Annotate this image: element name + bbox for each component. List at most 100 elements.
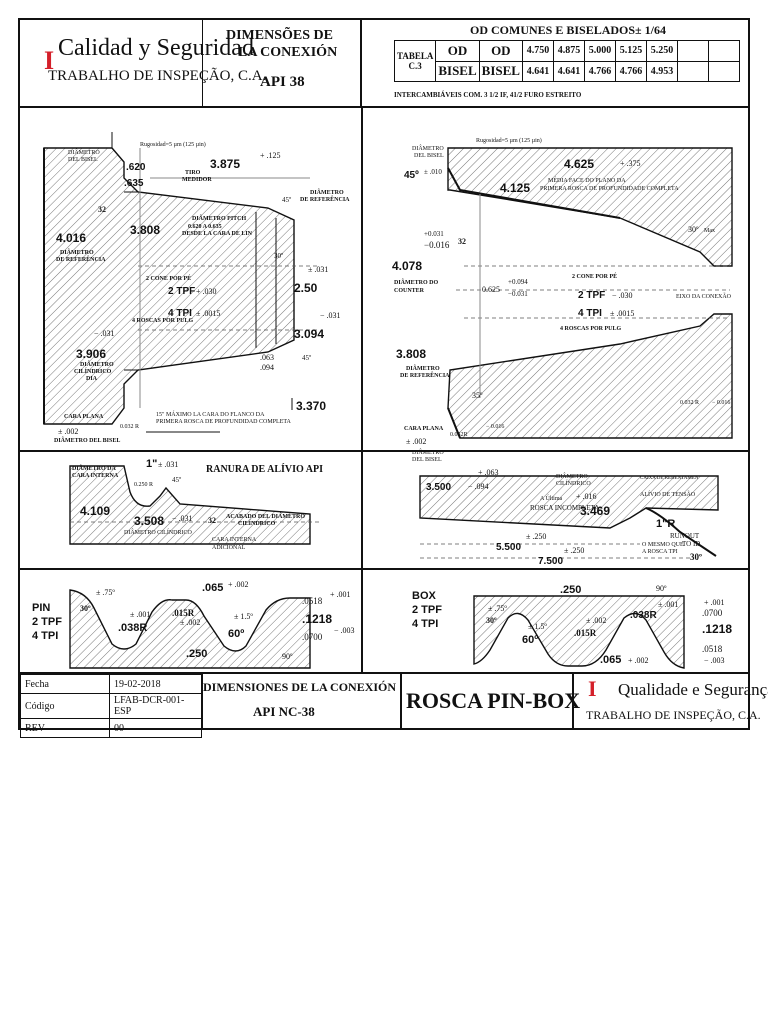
box-profile-250: .250	[560, 584, 582, 596]
pin-tol-031b: − .031	[320, 311, 341, 320]
box-profile-tpi: 4 TPI	[412, 618, 439, 630]
pin-connection-drawing	[43, 132, 320, 425]
box-profile-title: BOX	[412, 590, 436, 602]
pin-profile-250: .250	[186, 648, 208, 660]
pin-profile-tol-002: ± .002	[180, 618, 201, 627]
relief-dim-4109: 4.109	[80, 504, 111, 518]
pin-profile-0518: .0518	[302, 596, 323, 606]
profile-diagrams	[69, 570, 685, 672]
box-angle-32: 32	[458, 237, 466, 246]
bisel-value: 4.641	[521, 60, 554, 82]
box-profile-0700: .0700	[702, 608, 723, 618]
box-profile-labels: BOX 2 TPF 4 TPI .250 90º ± .75º 30º ± .0…	[364, 570, 748, 672]
box-flat-face: CARA PLANA	[404, 426, 444, 432]
od-table-title: OD COMUNES E BISELADOS± 1/64	[470, 23, 666, 37]
footer-logo-icon: I	[588, 676, 597, 701]
box-tol-375: + .375	[620, 159, 641, 168]
stress-tol-250a: ± .250	[526, 532, 547, 541]
stress-dim-3500: 3.500	[426, 482, 452, 493]
pin-roscas: 4 ROSCAS POR PULG	[132, 318, 194, 324]
pin-profile-0700: .0700	[302, 632, 323, 642]
box-angle-35: 35º	[472, 391, 483, 400]
box-profile-tol-001: ± .001	[658, 600, 679, 609]
pin-angle-30: 30º	[274, 252, 284, 260]
pin-profile-tol-75: ± .75º	[96, 588, 115, 597]
box-tpi: 4 TPI	[578, 308, 602, 319]
codigo-value: LFAB-DCR-001-ESP	[109, 693, 202, 719]
box-profile-tol-002: ± .002	[586, 616, 607, 625]
box-tol-016c: − 0.016	[486, 424, 504, 430]
box-tol-031b: −0.031	[508, 290, 528, 298]
box-axis-label: EIXO DA CONEXÃO	[676, 292, 732, 300]
bisel-empty-cell	[708, 60, 740, 82]
pin-dim-4016: 4.016	[56, 231, 86, 245]
box-rugosity: Rugosidad=5 µm (125 µin)	[476, 137, 542, 144]
pin-dim-063: .063	[260, 353, 274, 362]
box-tol-016b: − 0.016	[712, 400, 730, 406]
stress-last: A Última	[540, 496, 563, 502]
box-dim-625: 0.625	[482, 285, 500, 294]
footer-dim-box: DIMENSIONES DE LA CONEXIÓN API NC-38	[202, 674, 402, 730]
stress-angle-30: 30º	[690, 552, 702, 562]
box-dim-4078: 4.078	[392, 259, 422, 273]
pin-profile-labels: PIN 2 TPF 4 TPI ± .75º 30º ± .001 .038R …	[20, 570, 360, 672]
box-profile-0518: .0518	[702, 644, 723, 654]
box-profile-tol-75: ± .75º	[488, 604, 507, 613]
stress-tol-063: + .063	[478, 468, 499, 477]
box-tol-010: ± .010	[424, 168, 442, 176]
box-max: Max	[704, 228, 715, 234]
box-profile-tol-15: ± 1.5º	[528, 622, 547, 631]
od-value: 4.875	[552, 40, 585, 62]
pin-dim-635: .635	[124, 178, 144, 189]
pin-profile-tol-003: − .003	[334, 626, 355, 635]
interchange-note: INTERCAMBIÁVEIS COM. 3 1/2 IF, 41/2 FURO…	[394, 91, 582, 99]
box-tol-031: +0.031	[424, 230, 444, 238]
footer-border	[20, 672, 748, 674]
box-thread-profile	[473, 595, 685, 669]
od-value: 4.750	[521, 40, 554, 62]
box-angle-45: 45º	[404, 170, 419, 181]
box-profile-angle-30: 30º	[486, 616, 497, 625]
box-profile-angle-90: 90º	[656, 584, 667, 593]
relief-groove-drawing	[69, 465, 311, 545]
box-tpf: 2 TPF	[578, 290, 605, 301]
box-tol-016: −0.016	[424, 240, 450, 250]
pin-profile-tol-001: ± .001	[130, 610, 151, 619]
bisel-col-label: BISEL	[478, 60, 523, 82]
od-value: 5.250	[645, 40, 679, 62]
stress-toid: TO ID	[682, 540, 701, 548]
stress-tol-250b: ± .250	[564, 546, 585, 555]
header-left: I Calidad y Seguridad TRABALHO DE INSPEÇ…	[20, 20, 362, 108]
od-empty-cell	[677, 40, 709, 62]
bisel-value: 4.766	[583, 60, 616, 82]
bisel-empty-cell	[677, 60, 709, 82]
od-empty-cell	[708, 40, 740, 62]
pin-tpf: 2 TPF	[168, 286, 195, 297]
box-connection-drawing	[447, 147, 733, 439]
footer-rosca-title: ROSCA PIN-BOX	[406, 688, 581, 713]
pin-dim-3094: 3.094	[294, 327, 324, 341]
pin-dim-3370: 3.370	[296, 399, 326, 413]
box-profile-tol-003: − .003	[704, 656, 725, 665]
pin-tol-030: + .030	[196, 287, 217, 296]
box-profile-tpf: 2 TPF	[412, 604, 442, 616]
stress-relief: ALÍVIO DE TENSÃO	[640, 492, 696, 498]
pin-profile-tpf: 2 TPF	[32, 616, 62, 628]
rev-label: REV	[20, 718, 110, 738]
box-dim-032: 0.032 R	[680, 400, 699, 406]
detail-diagrams	[69, 452, 719, 568]
pin-tol-125: + .125	[260, 151, 281, 160]
pin-tol-0015: ± .0015	[196, 309, 220, 318]
box-cone: 2 CONE POR PÉ	[572, 272, 617, 280]
